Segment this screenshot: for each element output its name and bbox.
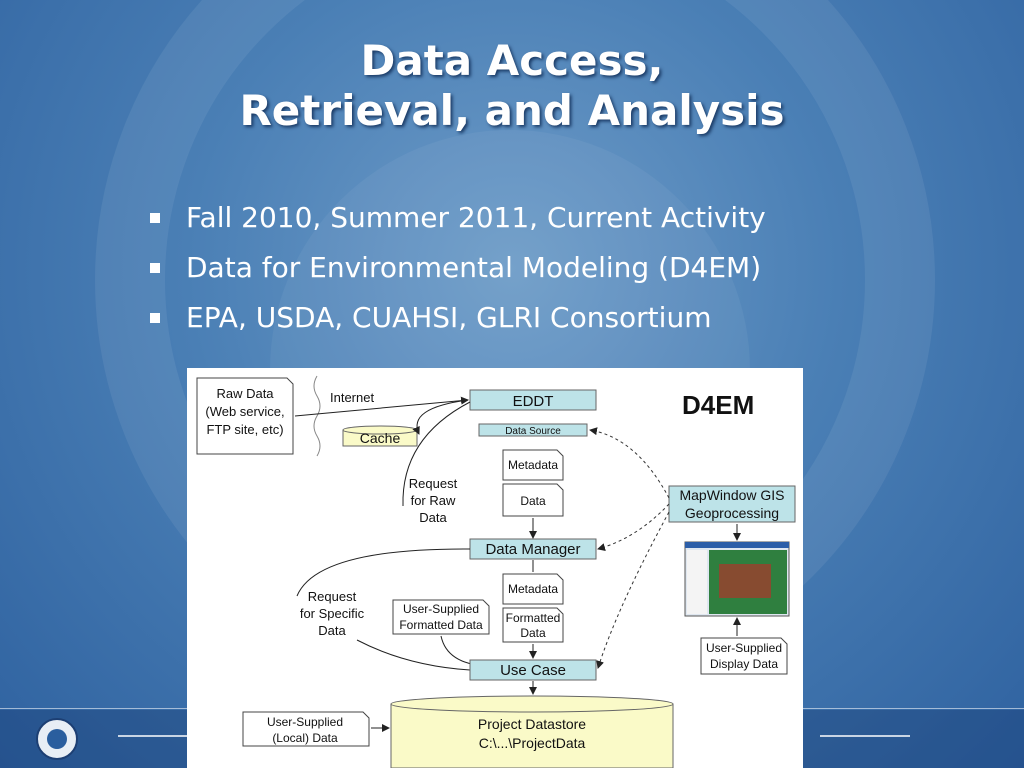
map-screenshot-region	[719, 564, 771, 598]
bullet-list: Fall 2010, Summer 2011, Current Activity…	[148, 193, 766, 343]
bullet-square-icon	[150, 263, 160, 273]
user-display-line: User-Supplied	[706, 641, 782, 655]
request-specific-line: Request	[308, 589, 357, 604]
formatted-data-line: Data	[520, 626, 546, 640]
use-case-label: Use Case	[500, 662, 566, 679]
user-local-line: (Local) Data	[272, 731, 338, 745]
request-raw-line: Request	[409, 476, 458, 491]
raw-data-box	[196, 377, 294, 455]
project-datastore-line: Project Datastore	[478, 716, 586, 732]
raw-data-line: FTP site, etc)	[206, 422, 283, 437]
mapwindow-line: MapWindow GIS	[679, 487, 784, 503]
bullet-text: EPA, USDA, CUAHSI, GLRI Consortium	[186, 301, 712, 334]
formatted-data-doc	[502, 607, 564, 643]
metadata-doc-2	[502, 573, 564, 605]
epa-logo-icon	[36, 718, 78, 760]
dashed-arrow-datamanager	[597, 503, 670, 551]
bullet-text: Fall 2010, Summer 2011, Current Activity	[186, 201, 766, 234]
data-doc-1	[502, 483, 564, 517]
slide-title: Data Access, Retrieval, and Analysis	[0, 36, 1024, 136]
data-source-box	[478, 423, 588, 437]
formatted-data-line: Formatted	[506, 611, 561, 625]
mapwindow-line: Geoprocessing	[685, 505, 779, 521]
user-local-line: User-Supplied	[267, 715, 343, 729]
request-specific-line: for Specific	[300, 606, 365, 621]
internet-boundary	[313, 375, 321, 457]
metadata-label-2: Metadata	[508, 582, 558, 596]
footer-rule-left	[118, 735, 188, 737]
bullet-item: Data for Environmental Modeling (D4EM)	[148, 243, 766, 293]
mapwindow-box	[668, 485, 796, 523]
project-datastore-cylinder	[390, 703, 674, 768]
bullet-square-icon	[150, 213, 160, 223]
eddt-label: EDDT	[513, 393, 554, 410]
title-line-1: Data Access,	[360, 36, 664, 85]
footer-rule-right	[820, 735, 910, 737]
raw-data-line: Raw Data	[216, 386, 274, 401]
user-formatted-line: User-Supplied	[403, 602, 479, 616]
project-datastore-top	[390, 695, 674, 713]
arrow-eddt-cache	[412, 399, 469, 435]
request-raw-line: for Raw	[411, 493, 456, 508]
map-screenshot-titlebar	[685, 542, 789, 548]
map-screenshot-legend	[687, 550, 707, 614]
use-case-box	[469, 659, 597, 681]
arrow-internet-eddt	[294, 396, 469, 417]
request-specific-line: Data	[318, 623, 346, 638]
internet-label: Internet	[330, 390, 374, 405]
user-display-line: Display Data	[710, 657, 778, 671]
curve-request-datamanager	[296, 548, 471, 597]
metadata-label-1: Metadata	[508, 458, 558, 472]
request-raw-line: Data	[419, 510, 447, 525]
bullet-item: Fall 2010, Summer 2011, Current Activity	[148, 193, 766, 243]
user-local-doc	[242, 711, 370, 747]
data-source-label: Data Source	[505, 426, 561, 437]
project-datastore-line: C:\...\ProjectData	[479, 735, 586, 751]
eddt-box	[469, 389, 597, 411]
user-display-doc	[700, 637, 788, 675]
diagram-canvas: D4EM Raw Data (Web service, FTP site, et…	[196, 375, 796, 768]
bullet-square-icon	[150, 313, 160, 323]
metadata-doc-1	[502, 449, 564, 481]
bullet-item: EPA, USDA, CUAHSI, GLRI Consortium	[148, 293, 766, 343]
bullet-text: Data for Environmental Modeling (D4EM)	[186, 251, 762, 284]
cache-label: Cache	[360, 430, 401, 446]
dashed-arrow-datasource	[589, 427, 670, 499]
raw-data-line: (Web service,	[205, 404, 284, 419]
user-formatted-doc	[392, 599, 490, 635]
diagram-heading: D4EM	[682, 390, 754, 420]
user-formatted-line: Formatted Data	[399, 618, 483, 632]
data-manager-label: Data Manager	[485, 541, 580, 558]
arrow-request-raw	[402, 401, 471, 507]
data-label-1: Data	[520, 494, 546, 508]
curve-request-specific	[356, 639, 471, 671]
title-line-2: Retrieval, and Analysis	[239, 86, 785, 135]
dashed-arrow-usecase	[596, 511, 670, 669]
d4em-diagram: D4EM Raw Data (Web service, FTP site, et…	[187, 368, 803, 768]
